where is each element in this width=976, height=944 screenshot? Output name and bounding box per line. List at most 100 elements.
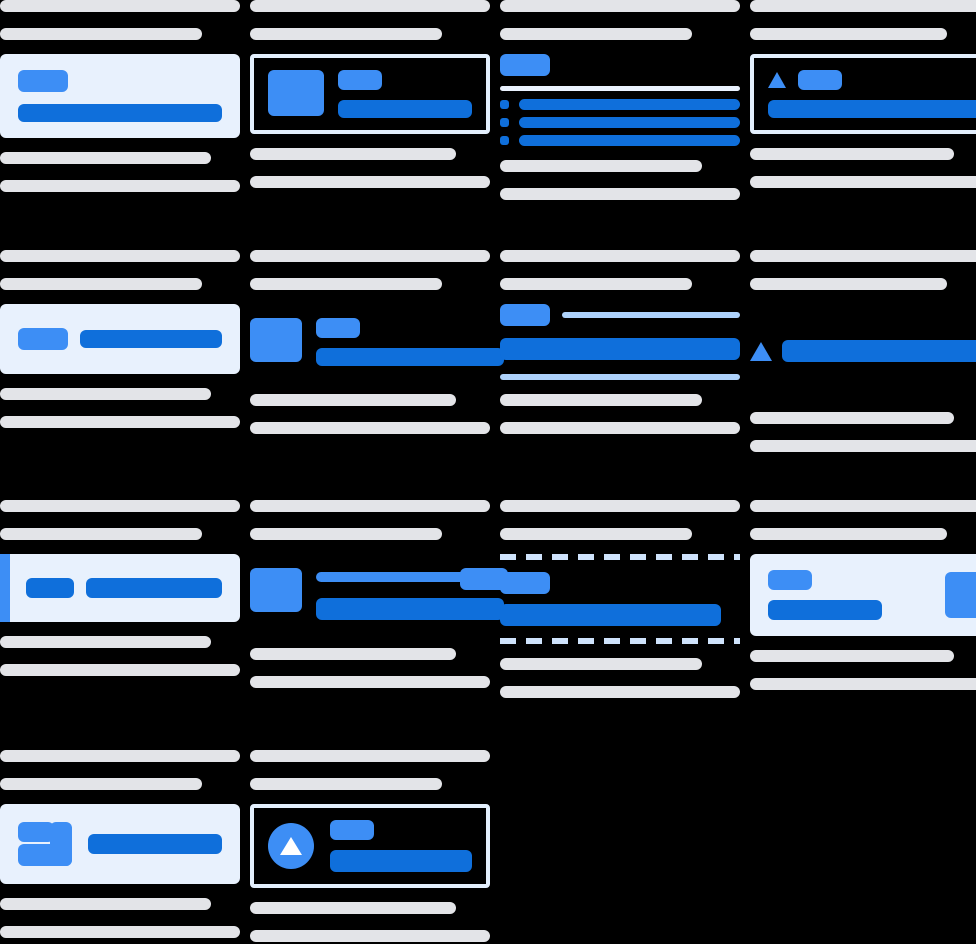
skeleton-line — [0, 500, 240, 512]
tag-badge[interactable] — [316, 318, 360, 338]
tag-badge[interactable] — [798, 70, 842, 90]
tag-badge[interactable] — [500, 572, 550, 594]
blockquote-card[interactable] — [0, 554, 240, 622]
skeleton-footer-lines — [0, 636, 240, 676]
skeleton-line — [750, 250, 976, 262]
skeleton-line — [750, 650, 954, 662]
skeleton-line — [0, 778, 202, 790]
skeleton-line — [0, 528, 202, 540]
skeleton-line — [0, 416, 240, 428]
skeleton-header-lines — [0, 500, 240, 540]
skeleton-line — [750, 176, 976, 188]
tag-badge[interactable] — [500, 304, 550, 326]
tag-badge[interactable] — [500, 54, 550, 76]
divider — [500, 86, 740, 91]
primary-bar — [500, 604, 721, 626]
tag-badge[interactable] — [26, 578, 74, 598]
image-thumbnail[interactable] — [250, 318, 302, 362]
grid-cell-r2c2 — [250, 250, 504, 500]
grid-cell-r1c4 — [750, 0, 976, 250]
tag-badge[interactable] — [18, 328, 68, 350]
primary-bar — [768, 100, 976, 118]
bullet-icon — [500, 136, 509, 145]
skeleton-line — [500, 686, 740, 698]
skeleton-footer-lines — [250, 148, 490, 188]
grid-cell-r2c3 — [500, 250, 750, 500]
skeleton-line — [250, 148, 457, 160]
alert-card[interactable] — [750, 54, 976, 134]
media-block[interactable] — [250, 318, 504, 366]
primary-bar — [768, 600, 883, 620]
list-item[interactable] — [500, 99, 740, 110]
skeleton-footer-lines — [250, 394, 490, 434]
list-item[interactable] — [500, 117, 740, 128]
skeleton-line — [250, 278, 442, 290]
skeleton-line — [250, 676, 490, 688]
stacked-blocks-icon — [18, 822, 72, 866]
callout-card[interactable] — [0, 54, 240, 138]
tag-badge[interactable] — [768, 570, 812, 590]
skeleton-line — [250, 778, 442, 790]
skeleton-line — [0, 278, 202, 290]
primary-bar — [86, 578, 222, 598]
grid-cell-r4c3 — [500, 750, 750, 944]
skeleton-line — [500, 160, 702, 172]
skeleton-footer-lines — [500, 394, 740, 434]
skeleton-footer-lines — [750, 412, 976, 452]
skeleton-header-lines — [0, 250, 240, 290]
avatar-card[interactable] — [250, 804, 490, 888]
icon-bar-block[interactable] — [750, 340, 976, 362]
skeleton-header-lines — [0, 0, 240, 40]
grid-cell-r1c1 — [0, 0, 250, 250]
image-thumbnail[interactable] — [268, 70, 324, 116]
skeleton-line — [0, 180, 240, 192]
skeleton-line — [250, 750, 490, 762]
media-card[interactable] — [250, 54, 490, 134]
primary-bar — [88, 834, 222, 854]
skeleton-line — [750, 412, 954, 424]
skeleton-line — [750, 528, 947, 540]
tagged-list-block — [500, 54, 740, 146]
skeleton-header-lines — [250, 250, 490, 290]
skeleton-line — [750, 440, 976, 452]
dashed-divider-bottom — [500, 638, 740, 644]
skeleton-line — [250, 250, 490, 262]
grid-cell-r4c2 — [250, 750, 500, 944]
skeleton-line — [0, 388, 212, 400]
primary-bar — [782, 340, 976, 362]
skeleton-line — [0, 250, 240, 262]
grid-cell-r2c4 — [750, 250, 976, 500]
tag-badge[interactable] — [338, 70, 382, 90]
primary-bar — [80, 330, 222, 348]
primary-bar — [18, 104, 222, 122]
skeleton-line — [250, 394, 457, 406]
skeleton-line — [250, 422, 490, 434]
tag-badge[interactable] — [18, 70, 68, 92]
skeleton-line — [750, 148, 954, 160]
warning-triangle-icon — [750, 341, 772, 361]
inline-tag-card[interactable] — [0, 304, 240, 374]
skeleton-header-lines — [250, 500, 490, 540]
list-item[interactable] — [500, 135, 740, 146]
glyph-card[interactable] — [0, 804, 240, 884]
skeleton-header-lines — [500, 250, 740, 290]
primary-bar — [500, 338, 740, 360]
skeleton-line — [250, 176, 490, 188]
image-thumbnail[interactable] — [944, 572, 976, 618]
tag-badge[interactable] — [330, 820, 374, 840]
skeleton-line — [500, 188, 740, 200]
meta-tag-badge[interactable] — [460, 568, 508, 590]
skeleton-line — [250, 902, 457, 914]
skeleton-line — [750, 0, 976, 12]
skeleton-line — [0, 664, 240, 676]
tag-rules-block — [500, 304, 740, 380]
skeleton-line — [0, 926, 240, 938]
media-meta-block[interactable] — [250, 568, 508, 620]
skeleton-line — [0, 152, 212, 164]
skeleton-header-lines — [250, 0, 490, 40]
avatar-triangle-icon[interactable] — [268, 823, 314, 869]
skeleton-line — [500, 28, 692, 40]
skeleton-line — [500, 422, 740, 434]
card-with-thumb[interactable] — [750, 554, 976, 636]
image-thumbnail[interactable] — [250, 568, 302, 612]
